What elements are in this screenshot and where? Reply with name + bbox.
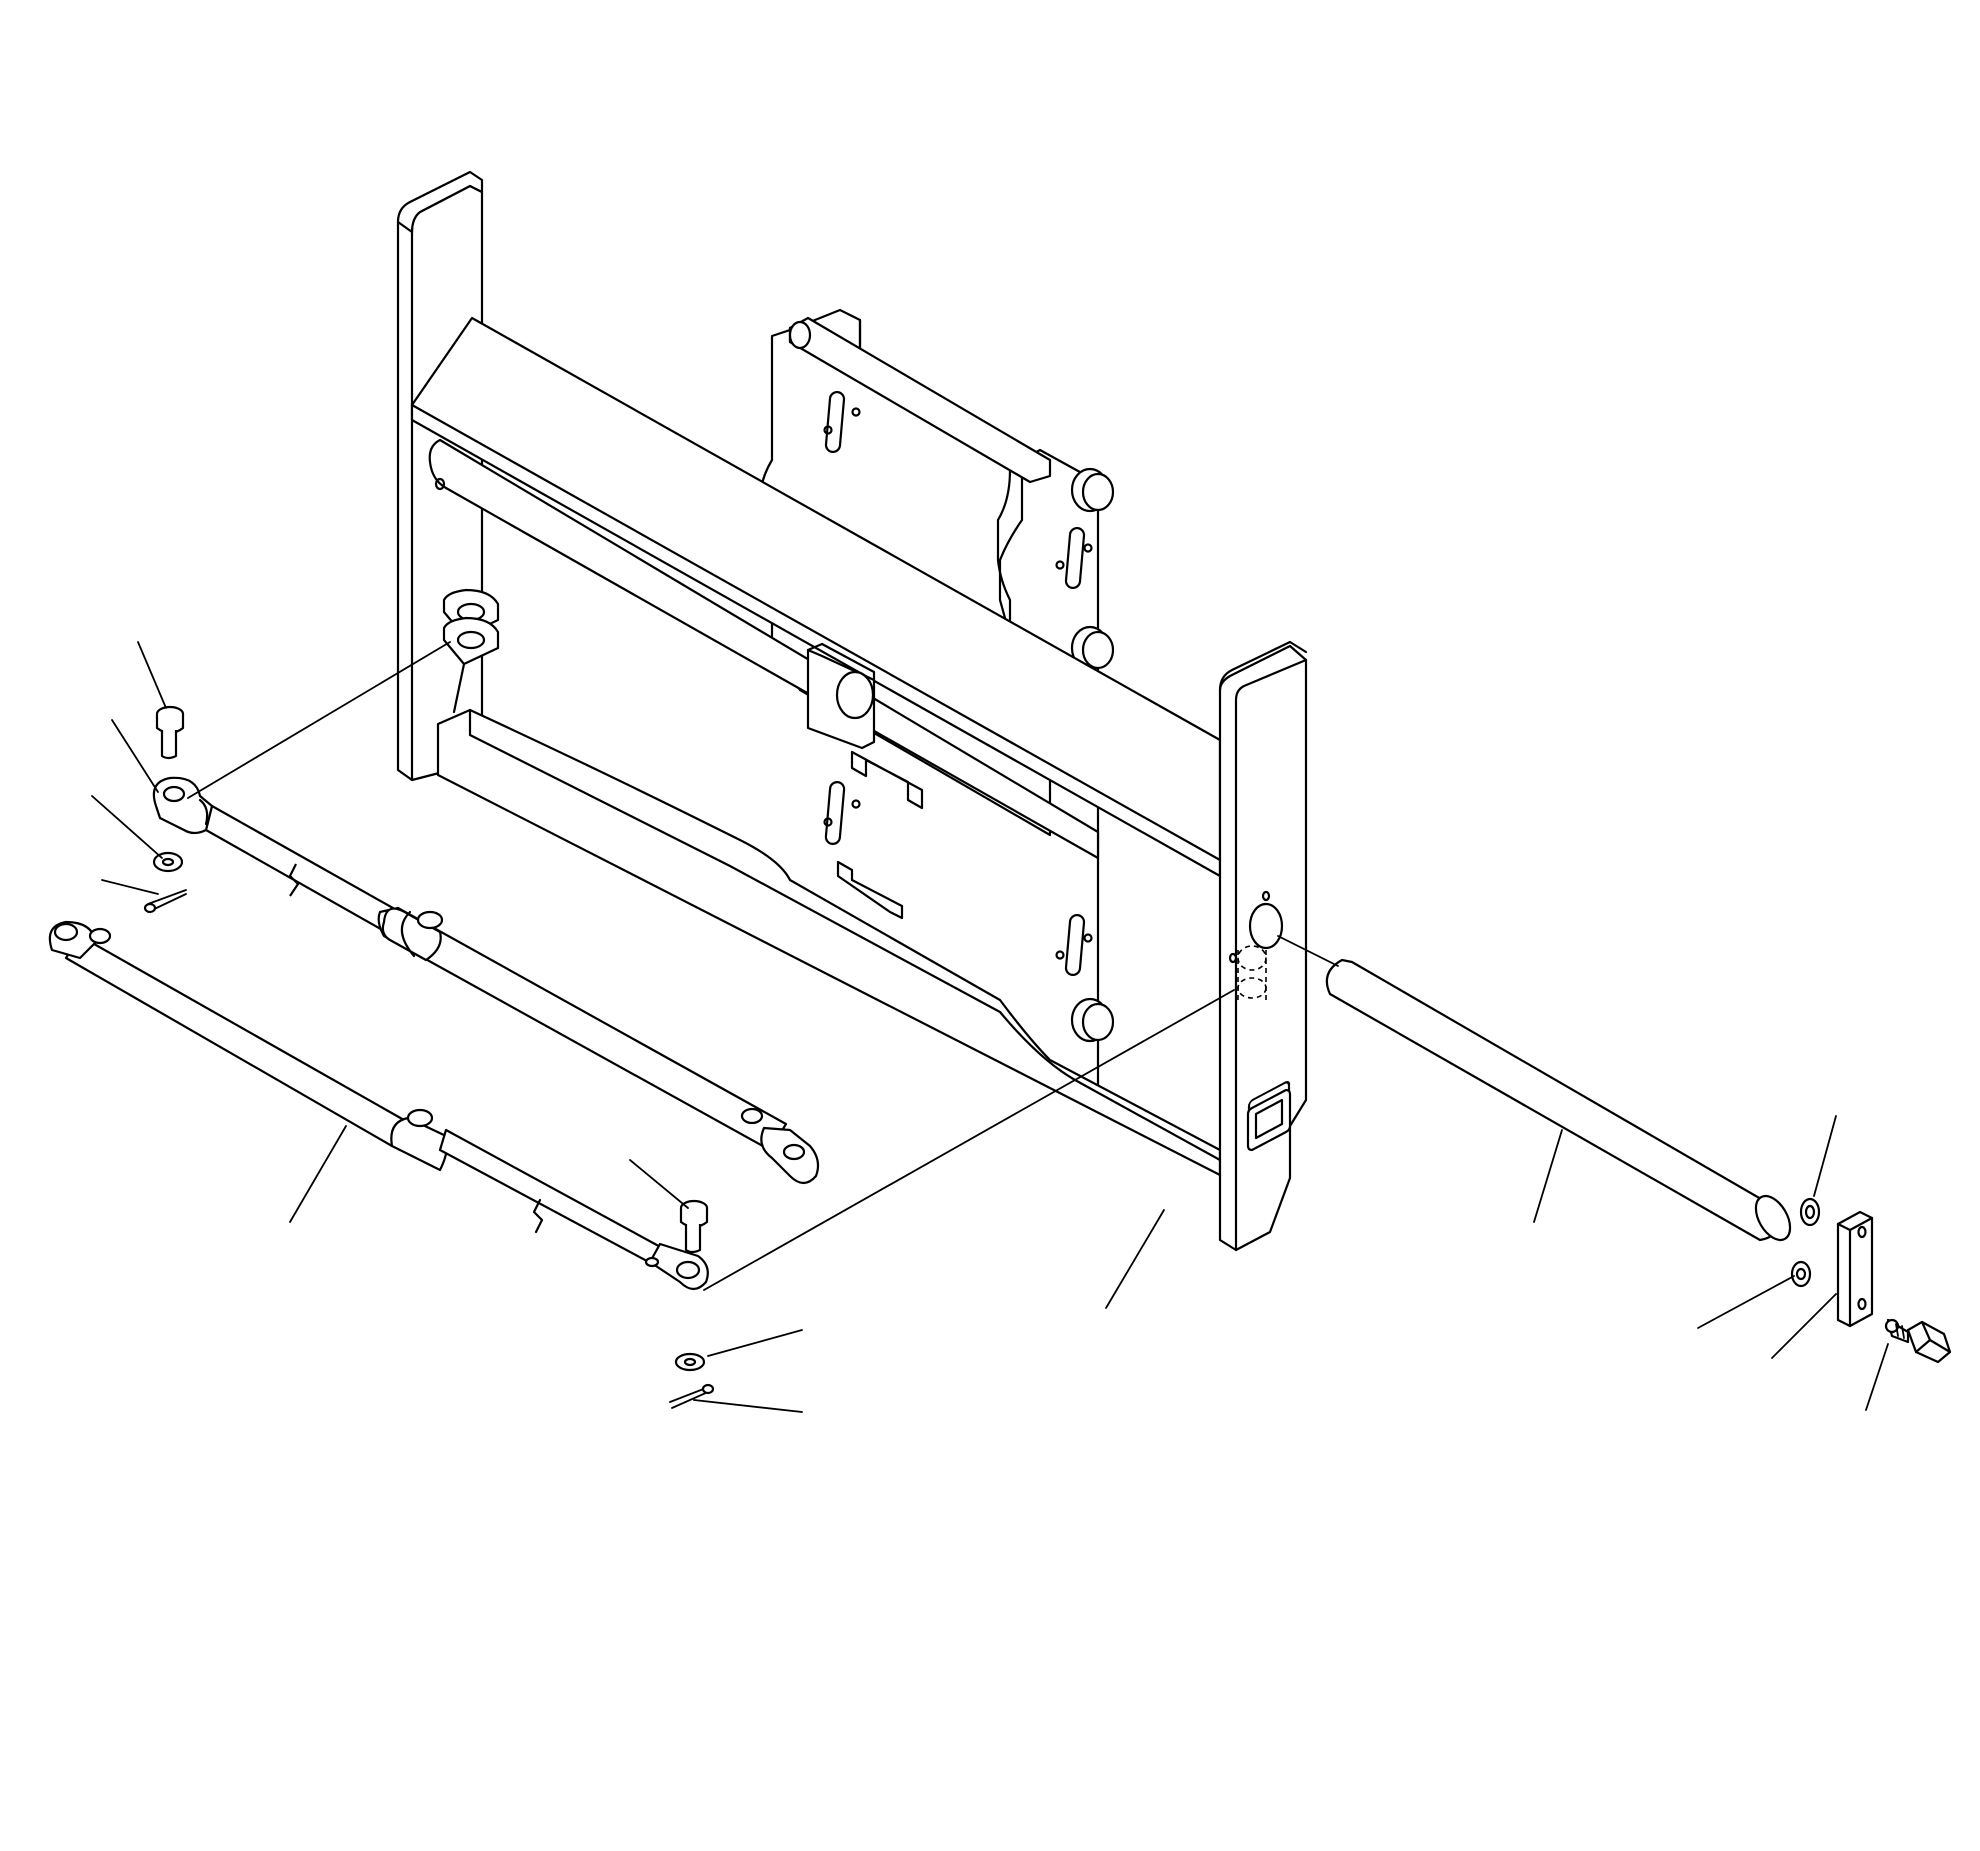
lower-cylinder-rod-clevis bbox=[644, 1242, 709, 1291]
washer-right-lower bbox=[1790, 1260, 1812, 1288]
upper-cylinder-head-end bbox=[740, 1107, 820, 1185]
lower-cylinder-barrel bbox=[64, 934, 406, 1148]
right-post-pivot-hole bbox=[1248, 902, 1284, 950]
main-frame bbox=[396, 170, 1308, 1252]
washer-lower-center bbox=[674, 1352, 706, 1372]
plate-slot-lower-right bbox=[1064, 913, 1086, 977]
upper-cylinder-collar bbox=[381, 907, 442, 962]
cotter-pin-upper-left bbox=[143, 889, 187, 914]
lower-crossbeam bbox=[436, 708, 1222, 1177]
name-plate bbox=[1246, 1088, 1292, 1152]
upper-cylinder-rod-end bbox=[152, 776, 214, 835]
lower-cylinder-rod-eye bbox=[48, 920, 112, 960]
plate-pin-upper-left bbox=[788, 320, 812, 350]
plate-slot-upper-left bbox=[824, 390, 846, 454]
pivot-shaft bbox=[1325, 958, 1792, 1242]
plate-pin-1 bbox=[1070, 467, 1115, 513]
left-post-lugs bbox=[442, 588, 500, 714]
hose-bracket-upper bbox=[850, 750, 924, 810]
cotter-pin-lower-center bbox=[669, 1383, 715, 1409]
plate-slot-lower-left bbox=[824, 780, 846, 846]
center-lug-block bbox=[806, 642, 876, 750]
leader-lines bbox=[91, 641, 1889, 1413]
upper-hydraulic-cylinder bbox=[152, 776, 820, 1185]
retainer-plate bbox=[1836, 1210, 1874, 1328]
crossbeam-tube bbox=[428, 438, 1100, 860]
lower-hydraulic-cylinder bbox=[48, 920, 709, 1291]
hose-bracket-lower bbox=[836, 860, 904, 920]
hex-bolt bbox=[1884, 1318, 1952, 1364]
washer-right-upper bbox=[1799, 1197, 1821, 1227]
assembly-lines bbox=[187, 641, 1339, 1291]
clevis-pin-lower bbox=[679, 1199, 709, 1254]
plate-slot-upper-right bbox=[1064, 526, 1086, 590]
clevis-pin-upper bbox=[155, 705, 185, 760]
left-post-top bbox=[396, 170, 484, 234]
plate-pin-3 bbox=[1070, 997, 1115, 1043]
